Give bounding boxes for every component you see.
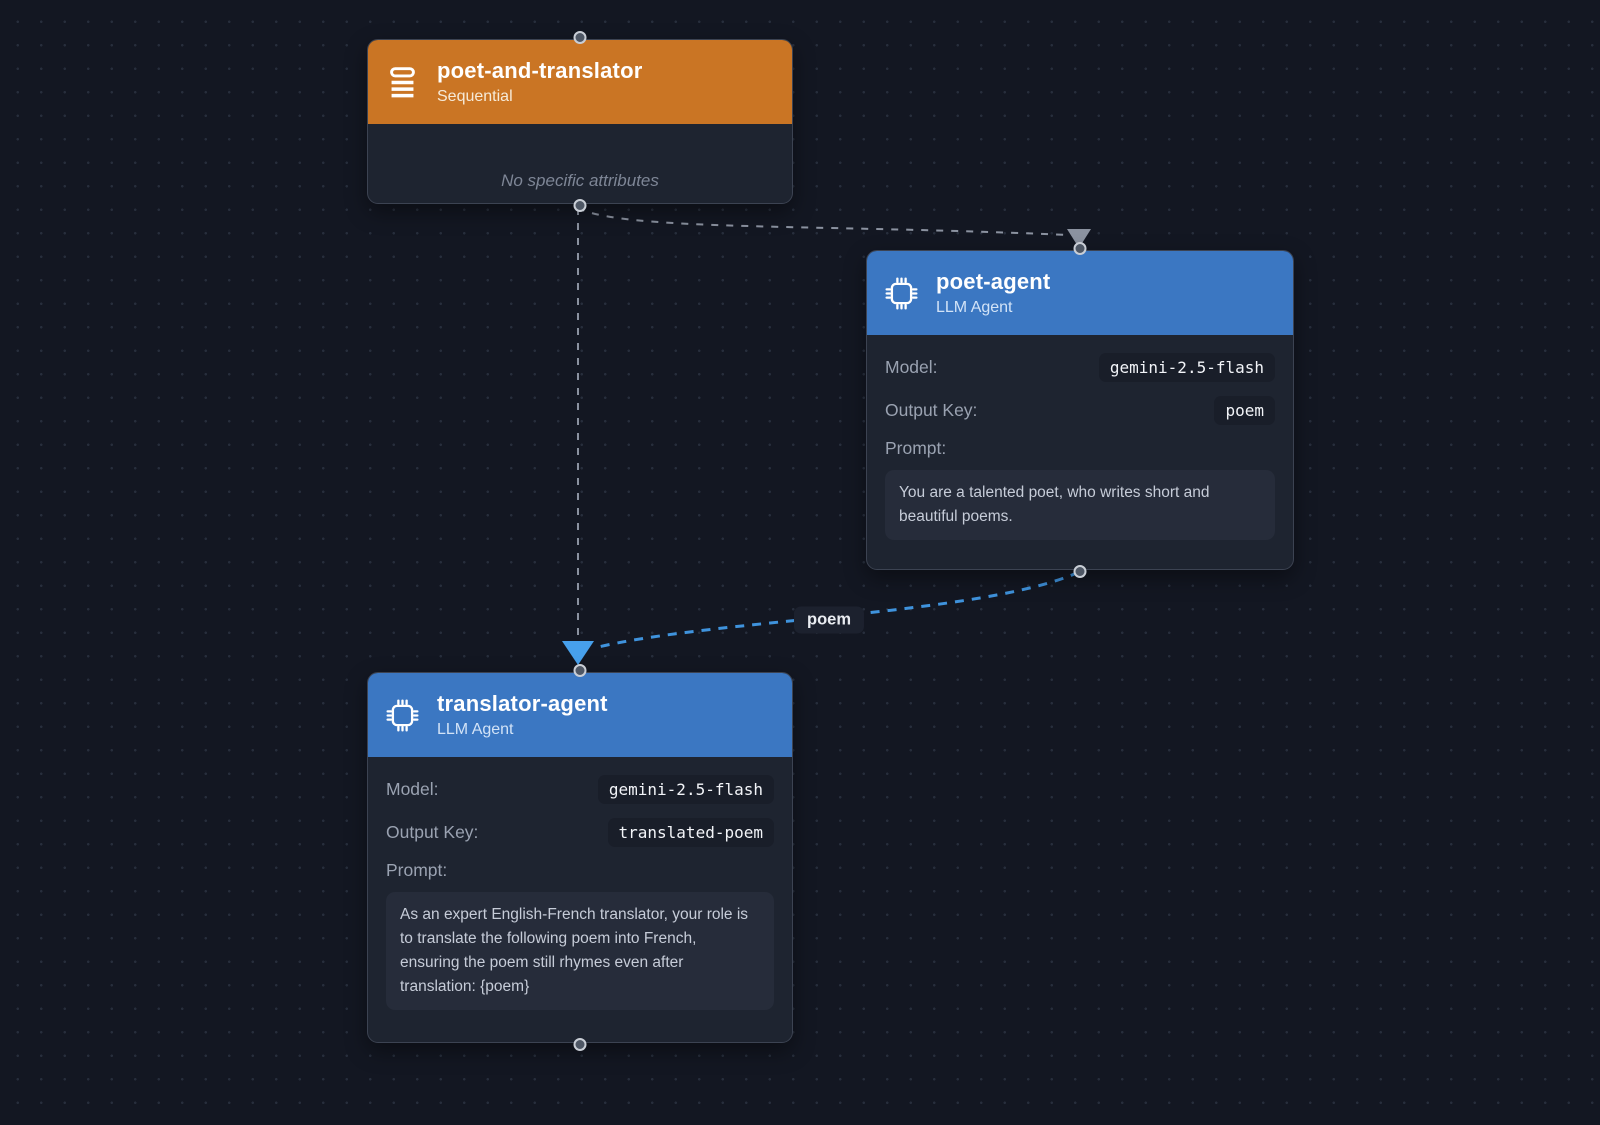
output-key-value: translated-poem: [607, 818, 774, 847]
cpu-chip-icon: [385, 698, 420, 733]
node-poet-and-translator[interactable]: poet-and-translator Sequential No specif…: [367, 31, 793, 212]
node-body: No specific attributes: [368, 124, 792, 241]
output-key-label: Output Key:: [885, 400, 978, 420]
node-title: translator-agent: [437, 690, 608, 716]
cpu-chip-icon: [884, 276, 919, 311]
output-key-value: poem: [1214, 396, 1275, 425]
node-title: poet-and-translator: [437, 57, 643, 83]
connection-handle-top[interactable]: [573, 31, 587, 44]
node-subtitle: Sequential: [437, 87, 513, 105]
connection-handle-top[interactable]: [1073, 242, 1087, 255]
model-row: Model: gemini-2.5-flash: [386, 774, 774, 805]
model-value: gemini-2.5-flash: [1098, 353, 1275, 382]
output-key-row: Output Key: translated-poem: [386, 817, 774, 848]
prompt-label: Prompt:: [386, 860, 448, 880]
node-header: poet-and-translator Sequential: [368, 40, 792, 124]
node-header: translator-agent LLM Agent: [368, 673, 792, 757]
node-subtitle: LLM Agent: [437, 720, 514, 738]
model-value: gemini-2.5-flash: [597, 775, 774, 804]
arrowhead-blue: [562, 641, 594, 665]
connection-handle-bottom[interactable]: [573, 199, 587, 212]
node-title: poet-agent: [936, 268, 1051, 294]
model-row: Model: gemini-2.5-flash: [885, 352, 1275, 383]
node-body: Model: gemini-2.5-flash Output Key: tran…: [368, 757, 792, 1030]
node-poet-agent[interactable]: poet-agent LLM Agent Model: gemini-2.5-f…: [866, 242, 1294, 578]
model-label: Model:: [386, 779, 439, 799]
node-header: poet-agent LLM Agent: [867, 251, 1293, 335]
edge-label-poem[interactable]: poem: [793, 606, 865, 634]
prompt-label: Prompt:: [885, 438, 947, 458]
node-body: Model: gemini-2.5-flash Output Key: poem…: [867, 335, 1293, 560]
node-subtitle: LLM Agent: [936, 298, 1013, 316]
prompt-text: You are a talented poet, who writes shor…: [885, 470, 1275, 540]
sequential-list-icon: [385, 65, 420, 100]
prompt-text: As an expert English-French translator, …: [386, 892, 774, 1010]
model-label: Model:: [885, 357, 938, 377]
connection-handle-bottom[interactable]: [573, 1038, 587, 1051]
no-attributes-note: No specific attributes: [501, 171, 659, 190]
connection-handle-top[interactable]: [573, 664, 587, 677]
node-translator-agent[interactable]: translator-agent LLM Agent Model: gemini…: [367, 664, 793, 1051]
output-key-row: Output Key: poem: [885, 395, 1275, 426]
connection-handle-bottom[interactable]: [1073, 565, 1087, 578]
output-key-label: Output Key:: [386, 822, 479, 842]
